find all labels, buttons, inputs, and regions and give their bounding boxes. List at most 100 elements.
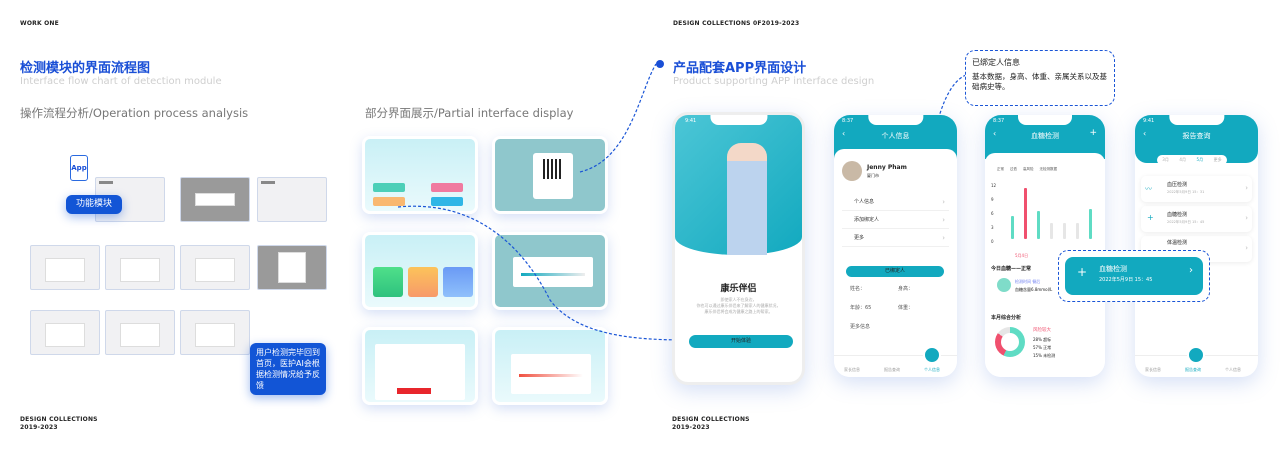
popup-title: 血糖检测 — [1099, 265, 1127, 273]
app-design-title: 产品配套APP界面设计 — [673, 61, 807, 76]
tab-bar: 家长信息 报告查询 个人信息 — [834, 346, 957, 377]
screen-title: 个人信息 — [881, 132, 910, 140]
chart-legend: 正常过低高风险无检测数据 — [997, 167, 1057, 171]
donut-chart — [995, 327, 1025, 357]
tab-profile[interactable]: 个人信息 — [924, 367, 940, 372]
field-name: 姓名： — [850, 286, 866, 292]
status-time: 8:37 — [842, 118, 854, 124]
month-tab[interactable]: 5月 — [1196, 157, 1204, 162]
tab-profile[interactable]: 个人信息 — [1225, 367, 1241, 372]
work-label: WORK ONE — [20, 20, 59, 27]
section-title-display: 部分界面展示/Partial interface display — [365, 106, 574, 120]
more-info-link[interactable]: 更多信息 — [850, 324, 871, 330]
month-tab[interactable]: 更多 — [1213, 157, 1222, 162]
field-age: 年龄：65 — [850, 305, 872, 311]
wireframe — [105, 310, 175, 355]
menu-item-add-bound[interactable]: 添加绑定人› — [842, 211, 949, 229]
bound-person-button[interactable]: 已绑定人 — [846, 266, 944, 277]
screen-result — [492, 327, 608, 405]
chart-bar — [1076, 222, 1079, 239]
add-icon[interactable]: + — [1089, 128, 1097, 138]
user-city: 厦门市 — [867, 173, 879, 178]
wireframe — [257, 177, 327, 222]
plus-icon: + — [1077, 265, 1088, 279]
phone-welcome: 9:41 康乐伴侣 即使家人不在身边， 你也可以通过康乐伴侣来了解家人的健康状况… — [672, 112, 805, 385]
tab-bar: 家长信息 报告查询 个人信息 — [1135, 346, 1258, 377]
chart-bar — [1024, 187, 1027, 239]
chart-bar — [1063, 222, 1066, 239]
page-subtitle: Interface flow chart of detection module — [20, 76, 222, 87]
app-icon: App — [70, 155, 88, 181]
chart-bar — [1011, 215, 1014, 239]
tooltip-title: 已绑定人信息 — [972, 58, 1020, 67]
section-title-process: 操作流程分析/Operation process analysis — [20, 106, 249, 120]
menu-item-personal-info[interactable]: 个人信息› — [842, 193, 949, 211]
function-module-label: 功能模块 — [66, 195, 123, 214]
month-tabs: 3月 4月 5月 更多 — [1157, 155, 1227, 165]
chevron-right-icon: › — [1189, 265, 1193, 276]
footer-right-line1: DESIGN COLLECTIONS — [672, 416, 750, 423]
welcome-description: 即使家人不在身边， 你也可以通过康乐伴侣来了解家人的健康状况， 康乐伴侣将会成为… — [696, 297, 781, 314]
wireframe — [105, 245, 175, 290]
report-item[interactable]: 体温检测› — [1141, 236, 1252, 262]
screen-home — [362, 136, 478, 214]
bullet-dot-icon — [656, 60, 664, 68]
nurse-photo — [727, 143, 767, 255]
today-detail: 检测时间 餐后 — [1015, 279, 1041, 284]
today-value: 血糖含量6.8mmol/L — [1015, 287, 1053, 292]
month-tab[interactable]: 4月 — [1179, 157, 1186, 162]
status-circle — [997, 278, 1011, 292]
wireframe — [30, 310, 100, 355]
footer-left-line2: 2019-2023 — [20, 424, 58, 431]
tab-family[interactable]: 家长信息 — [1145, 367, 1161, 372]
phone-profile: 8:37 ‹ 个人信息 Jenny Pham 厦门市 个人信息› 添加绑定人› … — [834, 115, 957, 377]
flowchart: App 功能模块 用户检测完毕回到首页，医护AI会根据检测情况给予反馈 — [30, 155, 330, 395]
avatar[interactable] — [842, 161, 862, 181]
wireframe — [180, 310, 250, 355]
month-tab[interactable]: 3月 — [1162, 157, 1169, 162]
menu-item-more[interactable]: 更多› — [842, 229, 949, 247]
blood-sugar-card[interactable]: + 血糖检测 2022年5月9日 15：45 › — [1065, 257, 1203, 295]
reports-tab-icon[interactable] — [1187, 346, 1205, 364]
field-weight: 体重： — [898, 305, 914, 311]
screen-title: 报告查询 — [1182, 132, 1211, 140]
tab-family[interactable]: 家长信息 — [844, 367, 860, 372]
tooltip-body: 基本数据，身高、体重、亲属关系以及基础病史等。 — [972, 72, 1107, 91]
screen-title: 血糖检测 — [1031, 132, 1059, 140]
status-time: 9:41 — [1143, 118, 1155, 124]
wireframe — [257, 245, 327, 290]
page-title: 检测模块的界面流程图 — [20, 61, 151, 76]
app-design-subtitle: Product supporting APP interface design — [673, 76, 875, 87]
collections-label: DESIGN COLLECTIONS 0F2019-2023 — [673, 20, 800, 27]
plus-icon: + — [1147, 213, 1154, 222]
tab-reports[interactable]: 报告查询 — [1185, 367, 1201, 372]
back-icon[interactable]: ‹ — [842, 129, 846, 138]
chart-bar — [1089, 208, 1092, 239]
wireframe — [180, 245, 250, 290]
status-time: 9:41 — [685, 118, 697, 124]
screen-step — [362, 327, 478, 405]
wireframe — [30, 245, 100, 290]
status-time: 8:37 — [993, 118, 1005, 124]
screen-modules — [362, 232, 478, 310]
app-name: 康乐伴侣 — [720, 284, 757, 294]
back-icon[interactable]: ‹ — [993, 129, 997, 138]
footer-left-line1: DESIGN COLLECTIONS — [20, 416, 98, 423]
back-icon[interactable]: ‹ — [1143, 129, 1147, 138]
report-item-title: 体温检测 — [1167, 240, 1188, 246]
qr-code-icon — [533, 153, 573, 199]
screen-qr — [492, 136, 608, 214]
monthly-analysis-title: 本月综合分析 — [991, 315, 1022, 321]
selected-date: 5月4日 — [1015, 253, 1029, 258]
wireframe — [180, 177, 250, 222]
start-button[interactable]: 开始体验 — [689, 335, 793, 348]
profile-tab-icon[interactable] — [923, 346, 941, 364]
heartbeat-icon: 〰 — [1145, 185, 1152, 193]
user-name: Jenny Pham — [867, 164, 907, 171]
footer-right-line2: 2019-2023 — [672, 424, 710, 431]
tab-reports[interactable]: 报告查询 — [884, 367, 900, 372]
